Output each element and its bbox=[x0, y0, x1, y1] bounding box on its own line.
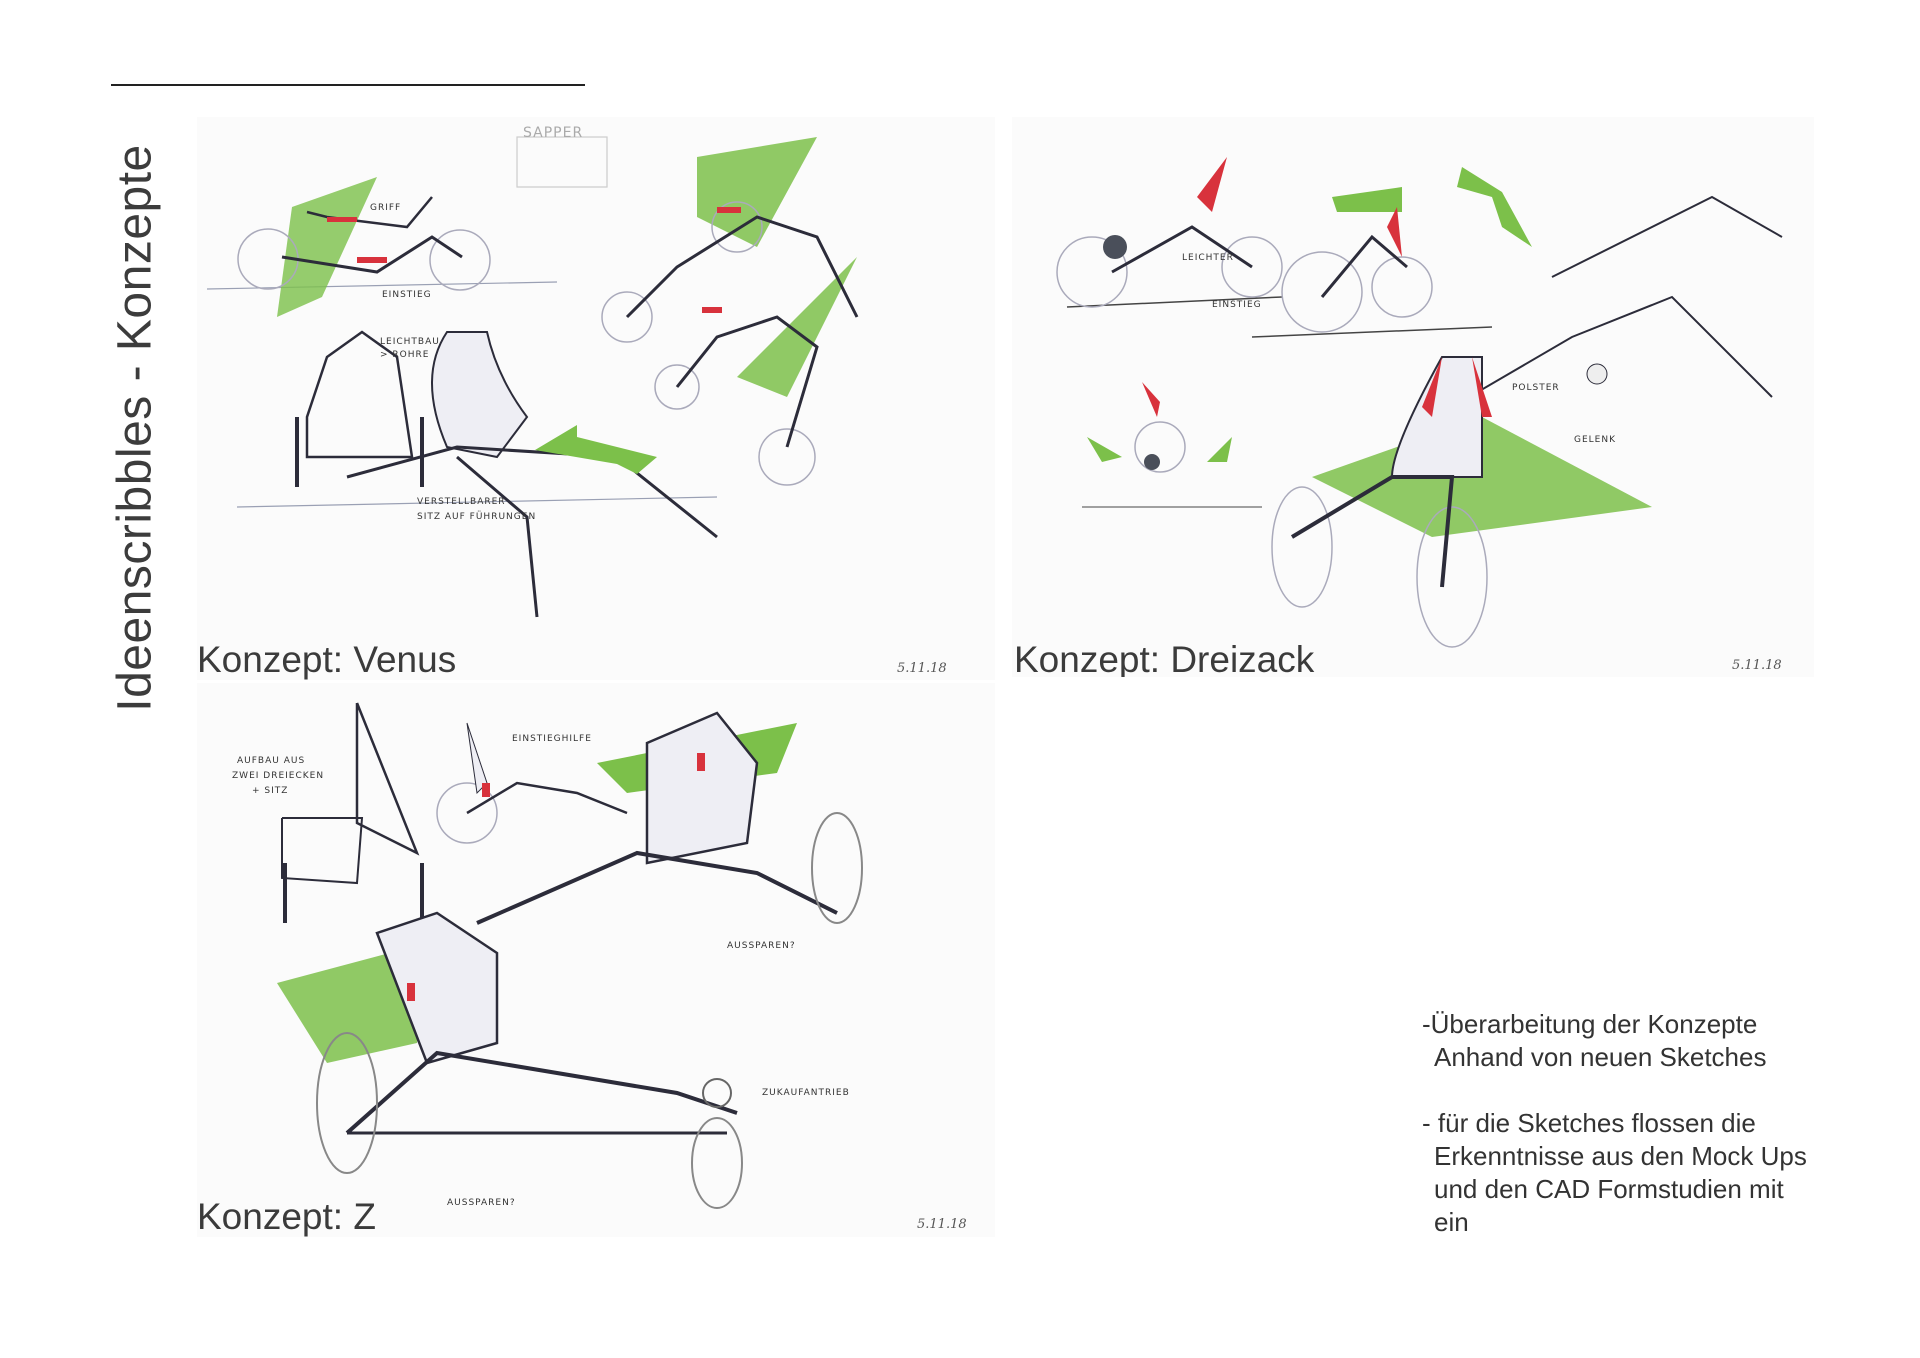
sketch-z: AUFBAU AUS ZWEI DREIECKEN + SITZ EINSTIE… bbox=[197, 683, 995, 1237]
annotation-polster: POLSTER bbox=[1512, 383, 1560, 393]
annotation-aussparen-2: AUSSPAREN? bbox=[447, 1198, 516, 1208]
concept-label-z: Konzept: Z bbox=[197, 1196, 376, 1237]
concept-label-dreizack: Konzept: Dreizack bbox=[1014, 639, 1315, 677]
venus-sketch-drawing: GRIFF EINSTIEG SAPPER LEICHTBAU > ROHRE … bbox=[206, 125, 947, 676]
annotation-gelenk: GELENK bbox=[1574, 435, 1616, 445]
annotation-leichtbau: LEICHTBAU bbox=[380, 337, 440, 347]
annotation-sitz-fuehrungen: SITZ AUF FÜHRUNGEN bbox=[417, 511, 536, 522]
annotation-einstieg-d: EINSTIEG bbox=[1212, 300, 1262, 310]
sketch-dreizack: LEICHTER EINSTIEG GELENK POLSTER 5.11.18… bbox=[1012, 117, 1814, 677]
note-2-line-1: - für die Sketches flossen die bbox=[1422, 1108, 1756, 1138]
note-2-line-3: und den CAD Formstudien mit bbox=[1434, 1174, 1784, 1204]
annotation-einstieg: EINSTIEG bbox=[382, 290, 432, 300]
z-sketch-drawing: AUFBAU AUS ZWEI DREIECKEN + SITZ EINSTIE… bbox=[232, 702, 967, 1232]
note-1-line-2: Anhand von neuen Sketches bbox=[1434, 1042, 1767, 1072]
annotation-aufbau-3: + SITZ bbox=[252, 786, 288, 796]
note-2-line-2: Erkenntnisse aus den Mock Ups bbox=[1434, 1141, 1807, 1171]
annotation-zukaufantrieb: ZUKAUFANTRIEB bbox=[762, 1088, 850, 1098]
venus-date: 5.11.18 bbox=[897, 661, 947, 676]
sketch-venus: GRIFF EINSTIEG SAPPER LEICHTBAU > ROHRE … bbox=[197, 117, 995, 680]
note-1-line-1: -Überarbeitung der Konzepte bbox=[1422, 1009, 1758, 1039]
z-date: 5.11.18 bbox=[917, 1217, 967, 1232]
page-title: Ideenscribbles - Konzepte bbox=[108, 144, 162, 712]
annotation-leichter: LEICHTER bbox=[1182, 253, 1234, 263]
annotation-sapper: SAPPER bbox=[523, 125, 583, 141]
dreizack-sketch-drawing: LEICHTER EINSTIEG GELENK POLSTER 5.11.18 bbox=[1056, 157, 1783, 673]
title-rule bbox=[111, 84, 585, 86]
annotation-einstieghilfe: EINSTIEGHILFE bbox=[512, 734, 592, 744]
note-2: - für die Sketches flossen die Erkenntni… bbox=[1422, 1107, 1807, 1239]
annotation-aufbau-1: AUFBAU AUS bbox=[237, 756, 305, 766]
notes-block: -Überarbeitung der Konzepte Anhand von n… bbox=[1422, 1008, 1807, 1272]
annotation-verstellbarer: VERSTELLBARER bbox=[417, 497, 506, 507]
note-1: -Überarbeitung der Konzepte Anhand von n… bbox=[1422, 1008, 1807, 1074]
dreizack-date: 5.11.18 bbox=[1732, 658, 1782, 673]
annotation-griff: GRIFF bbox=[370, 203, 401, 213]
concept-label-venus: Konzept: Venus bbox=[197, 639, 457, 680]
annotation-aussparen-1: AUSSPAREN? bbox=[727, 941, 796, 951]
annotation-rohre: > ROHRE bbox=[380, 350, 429, 360]
note-2-line-4: ein bbox=[1434, 1207, 1469, 1237]
annotation-aufbau-2: ZWEI DREIECKEN bbox=[232, 771, 324, 781]
